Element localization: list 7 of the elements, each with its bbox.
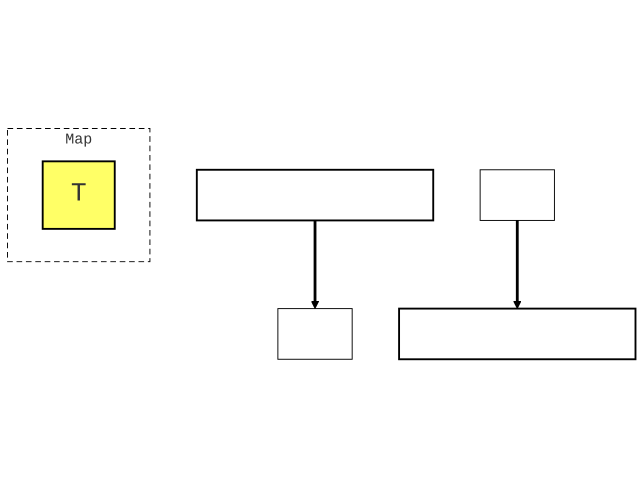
node-bar bbox=[398, 308, 636, 360]
arrow bbox=[513, 220, 522, 310]
node-box bbox=[277, 308, 353, 360]
node-box: T bbox=[42, 160, 116, 230]
arrow bbox=[310, 220, 320, 310]
node-bar bbox=[196, 168, 434, 222]
node-box bbox=[480, 169, 555, 221]
